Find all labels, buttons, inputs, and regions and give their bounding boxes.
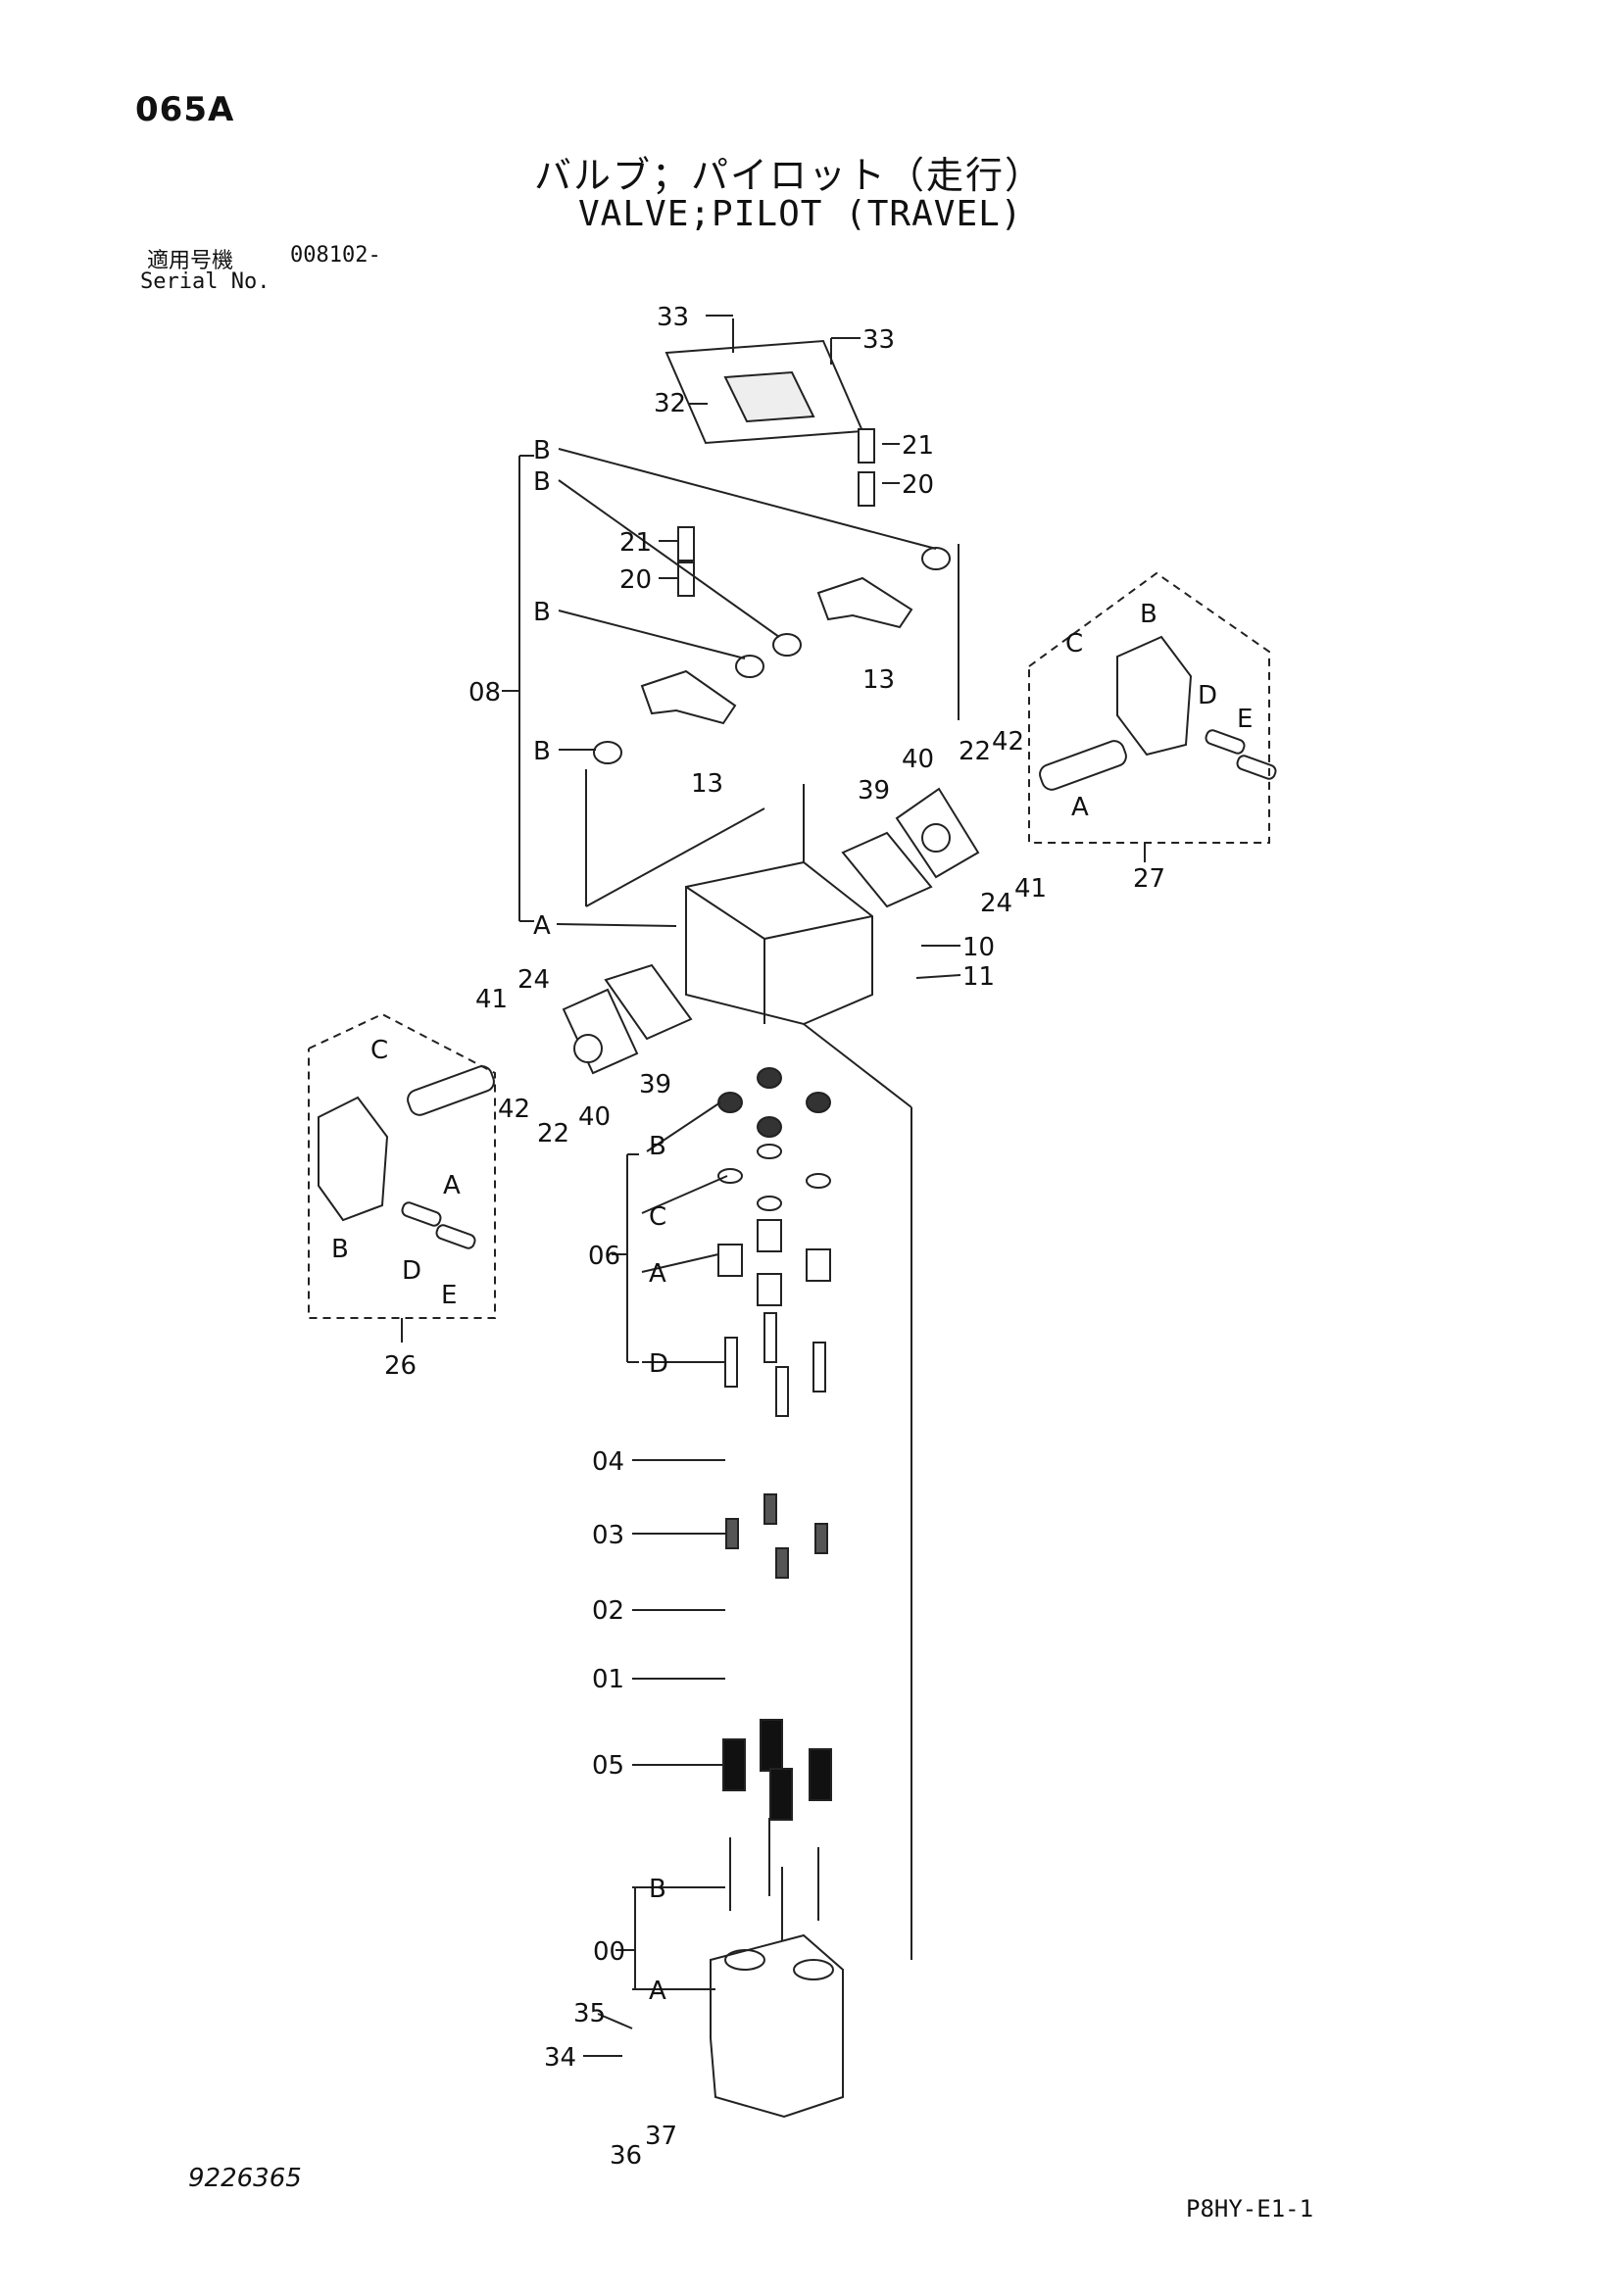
page-title: VALVE;PILOT (TRAVEL) [578,194,1023,234]
callout-40-right: 40 [902,745,934,774]
callout-41-left: 41 [475,985,508,1014]
callout-20-left: 20 [619,565,652,595]
callout-27-b: B [1140,600,1157,629]
callout-24-left: 24 [517,965,550,995]
callout-01: 01 [592,1665,624,1694]
callout-35: 35 [573,1999,606,2028]
callout-06-d: D [649,1349,668,1379]
callout-05: 05 [592,1751,624,1781]
serial-number-value: 008102- [290,243,381,268]
callout-08-b2: B [533,467,551,497]
callout-04: 04 [592,1447,624,1477]
callout-08-a: A [533,911,551,941]
block-27 [1116,635,1193,757]
page-reference: P8HY-E1-1 [1186,2195,1314,2223]
callout-27-a: A [1071,793,1089,822]
callout-40-left: 40 [578,1102,611,1132]
cover-window [723,370,815,423]
callout-27: 27 [1133,864,1165,894]
callout-06: 06 [588,1242,620,1271]
callout-08-b4: B [533,737,551,766]
serial-label: Serial No. [140,269,271,294]
callout-13-right: 13 [862,665,895,695]
callout-33-right: 33 [862,325,895,355]
callout-08-b1: B [533,436,551,465]
plate-right [841,831,933,908]
drawing-number: 9226365 [188,2164,302,2193]
serial-label-japanese: 適用号機 [147,249,234,273]
callout-03: 03 [592,1521,624,1550]
page-code: 065A [135,90,235,129]
callout-22-right: 22 [959,737,991,766]
callout-00: 00 [593,1937,625,1967]
callout-00-a: A [649,1977,666,2006]
callout-26-d: D [402,1256,421,1286]
valve-casing [685,860,873,1026]
callout-20-right: 20 [902,470,934,500]
cam-left [640,669,737,725]
callout-26-c: C [370,1036,388,1065]
callout-41-right: 41 [1014,874,1047,904]
callout-13-left: 13 [691,769,723,799]
callout-42-right: 42 [992,727,1024,757]
callout-26-e: E [441,1281,457,1310]
callout-labels: 33 33 32 21 20 21 20 08 B B B B A 13 13 … [331,303,1253,2171]
callout-42-left: 42 [498,1095,530,1124]
callout-26: 26 [384,1351,417,1381]
callout-22-left: 22 [537,1119,569,1148]
cam-right [816,576,913,629]
callout-39-left: 39 [639,1070,671,1099]
page-title-japanese: バルブ；パイロット（走行） [534,154,1045,197]
callout-34: 34 [544,2043,576,2073]
block-26 [318,1096,389,1222]
callout-26-b: B [331,1235,349,1264]
part-drawings [308,315,1277,2119]
callout-21-left: 21 [619,528,652,558]
callout-27-e: E [1237,705,1253,734]
callout-08: 08 [468,678,501,708]
callout-08-b3: B [533,598,551,627]
callout-06-a: A [649,1259,666,1289]
callout-39-right: 39 [858,776,890,806]
callout-11: 11 [962,962,995,992]
bottom-casing [710,1933,844,2119]
callout-26-a: A [443,1171,461,1200]
callout-06-c: C [649,1202,666,1232]
callout-21-right: 21 [902,431,934,461]
callout-10: 10 [962,933,995,962]
callout-27-c: C [1065,629,1083,659]
callout-27-d: D [1198,681,1217,710]
plate-left [604,963,693,1041]
callout-32: 32 [654,389,686,418]
callout-24-right: 24 [980,889,1012,918]
callout-33-left: 33 [657,303,689,332]
callout-36: 36 [610,2141,642,2171]
callout-37: 37 [645,2122,677,2151]
callout-00-b: B [649,1875,666,1904]
callout-02: 02 [592,1596,624,1626]
callout-06-b: B [649,1132,666,1161]
